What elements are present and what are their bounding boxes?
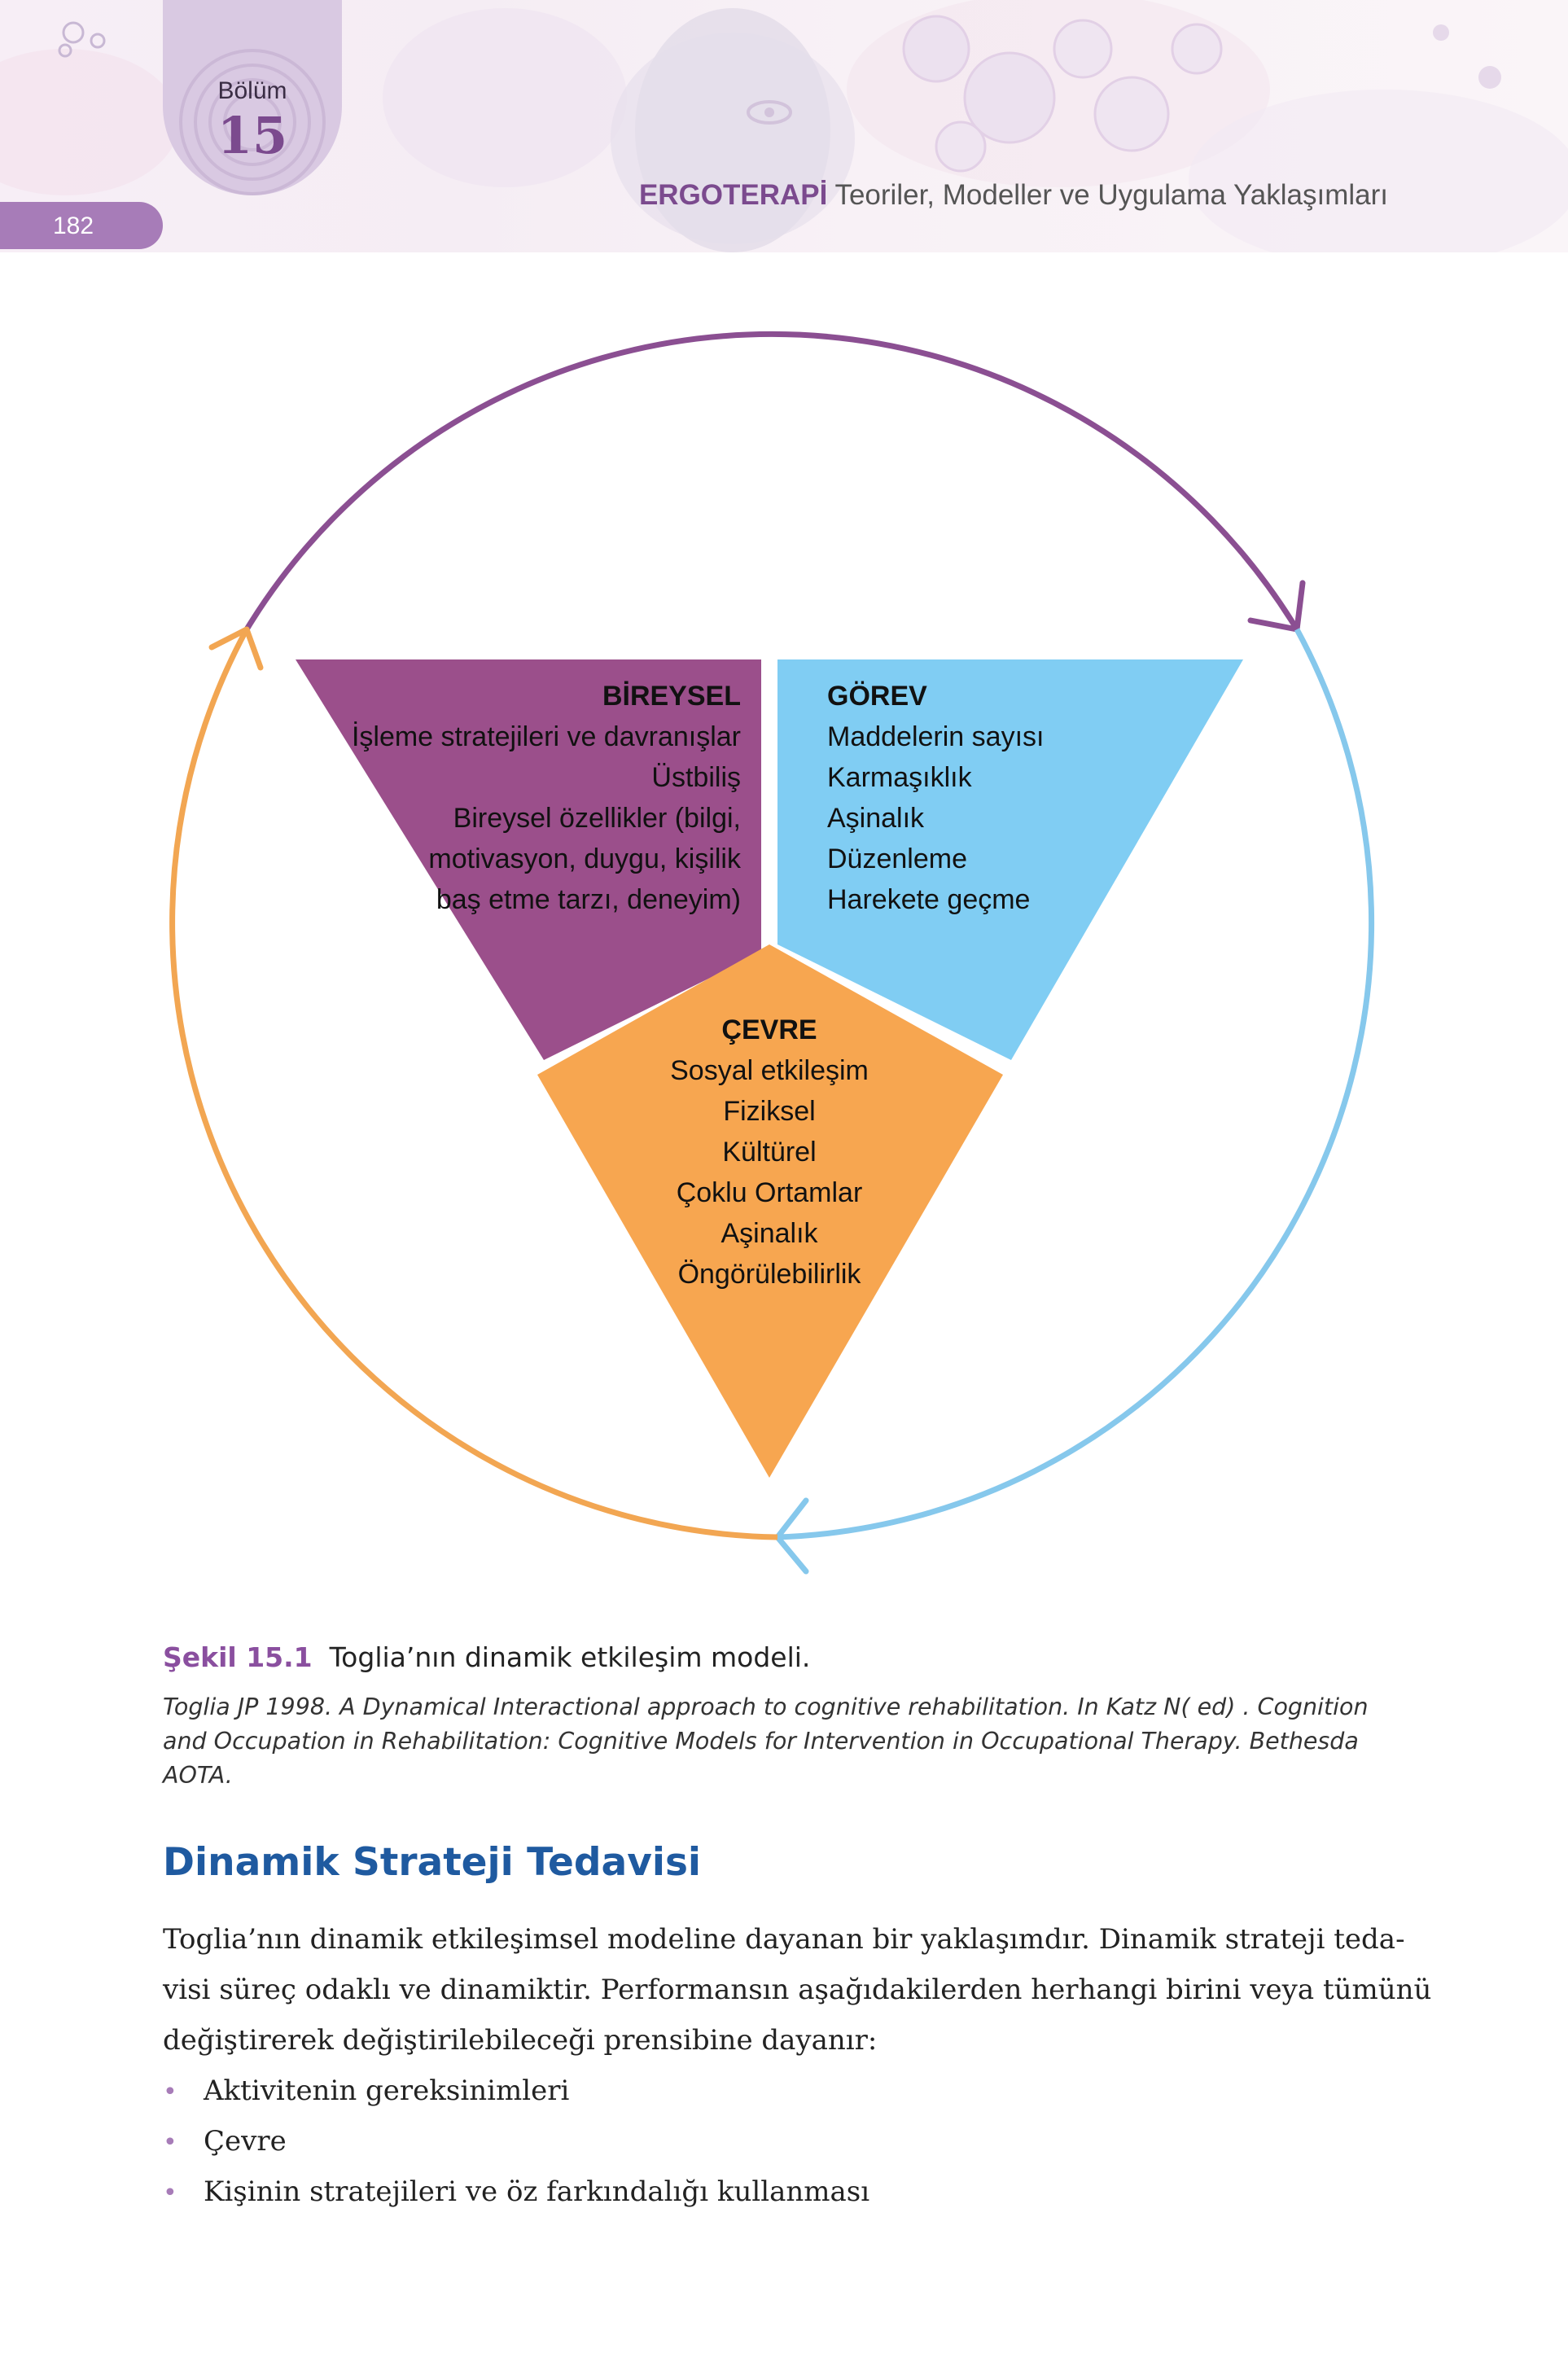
individual-line: Bireysel özellikler (bilgi, (453, 803, 741, 834)
environment-line: Kültürel (722, 1137, 817, 1168)
task-line: Düzenleme (827, 843, 967, 874)
running-head: ERGOTERAPİ Teoriler, Modeller ve Uygulam… (639, 179, 1388, 212)
chapter-label: Bölüm (217, 77, 287, 104)
page-header: Bölüm 15 182 ERGOTERAPİ Teoriler, Modell… (0, 0, 1568, 252)
individual-text: BİREYSEL İşleme stratejileri ve davranış… (269, 676, 741, 920)
task-line: Aşinalık (827, 803, 925, 834)
bullet-icon: • (163, 2078, 177, 2106)
arrowhead-left (208, 626, 264, 671)
environment-line: Sosyal etkileşim (670, 1055, 869, 1086)
citation-line: AOTA. (163, 1762, 233, 1789)
arc-right (777, 628, 1375, 1540)
environment-line: Aşinalık (720, 1218, 818, 1249)
figure-citation: Toglia JP 1998. A Dynamical Interactiona… (163, 1690, 1384, 1793)
page-number: 182 (52, 213, 94, 239)
individual-line: Üstbiliş (651, 762, 741, 793)
citation-line: and Occupation in Rehabilitation: Cognit… (163, 1728, 1359, 1755)
arc-left (169, 628, 778, 1540)
bullet-item: • Kişinin stratejileri ve öz farkındalığı… (163, 2175, 869, 2208)
figure-caption: Şekil 15.1 Toglia’nın dinamik etkileşim … (163, 1641, 810, 1673)
running-head-title: Teoriler, Modeller ve Uygulama Yaklaşıml… (834, 179, 1388, 211)
bullet-text: Çevre (204, 2125, 287, 2158)
task-line: Maddelerin sayısı (827, 721, 1045, 752)
section-heading: Dinamik Strateji Tedavisi (163, 1840, 702, 1885)
bullet-item: • Çevre (163, 2125, 287, 2158)
task-triangle (777, 659, 1243, 1060)
maze-pattern (179, 49, 326, 195)
bullet-text: Aktivitenin gereksinimleri (204, 2075, 570, 2107)
citation-line: Toglia JP 1998. A Dynamical Interactiona… (163, 1693, 1369, 1720)
environment-line: Fiziksel (723, 1096, 816, 1127)
environment-line: Öngörülebilirlik (677, 1259, 861, 1290)
environment-triangle (537, 944, 1003, 1478)
environment-text: ÇEVRE Sosyal etkileşim Fiziksel Kültürel… (554, 1010, 985, 1295)
figure-label: Şekil 15.1 (163, 1641, 313, 1673)
paragraph-line: visi süreç odaklı ve dinamiktir. Perform… (163, 1974, 1432, 2006)
header-decoration (0, 0, 1568, 252)
individual-line: motivasyon, duygu, kişilik (428, 843, 741, 874)
task-line: Karmaşıklık (827, 762, 972, 793)
figure-caption-text: Toglia’nın dinamik etkileşim modeli. (329, 1641, 811, 1673)
chapter-number: 15 (217, 106, 288, 165)
bullet-text: Kişinin stratejileri ve öz farkındalığı … (204, 2175, 870, 2208)
page-number-tab: 182 (0, 202, 163, 249)
bullet-item: • Aktivitenin gereksinimleri (163, 2075, 569, 2107)
paragraph-line: Toglia’nın dinamik etkileşimsel modeline… (163, 1923, 1405, 1956)
task-text: GÖREV Maddelerin sayısı Karmaşıklık Aşin… (827, 676, 1283, 920)
chapter-tab: Bölüm 15 (163, 0, 342, 195)
environment-title: ÇEVRE (721, 1014, 817, 1045)
environment-line: Çoklu Ortamlar (676, 1177, 863, 1208)
individual-line: baş etme tarzı, deneyim) (436, 884, 741, 915)
arc-top (244, 331, 1299, 631)
bullet-icon: • (163, 2128, 177, 2157)
running-head-brand: ERGOTERAPİ (638, 179, 828, 211)
individual-line: İşleme stratejileri ve davranışlar (351, 721, 741, 752)
paragraph-line: değiştirerek değiştirilebileceği prensib… (163, 2024, 878, 2057)
task-title: GÖREV (827, 681, 927, 712)
bullet-icon: • (163, 2179, 177, 2207)
task-line: Harekete geçme (827, 884, 1031, 915)
dynamic-interaction-diagram (169, 331, 1375, 1575)
individual-triangle (296, 659, 761, 1060)
individual-title: BİREYSEL (602, 681, 741, 712)
